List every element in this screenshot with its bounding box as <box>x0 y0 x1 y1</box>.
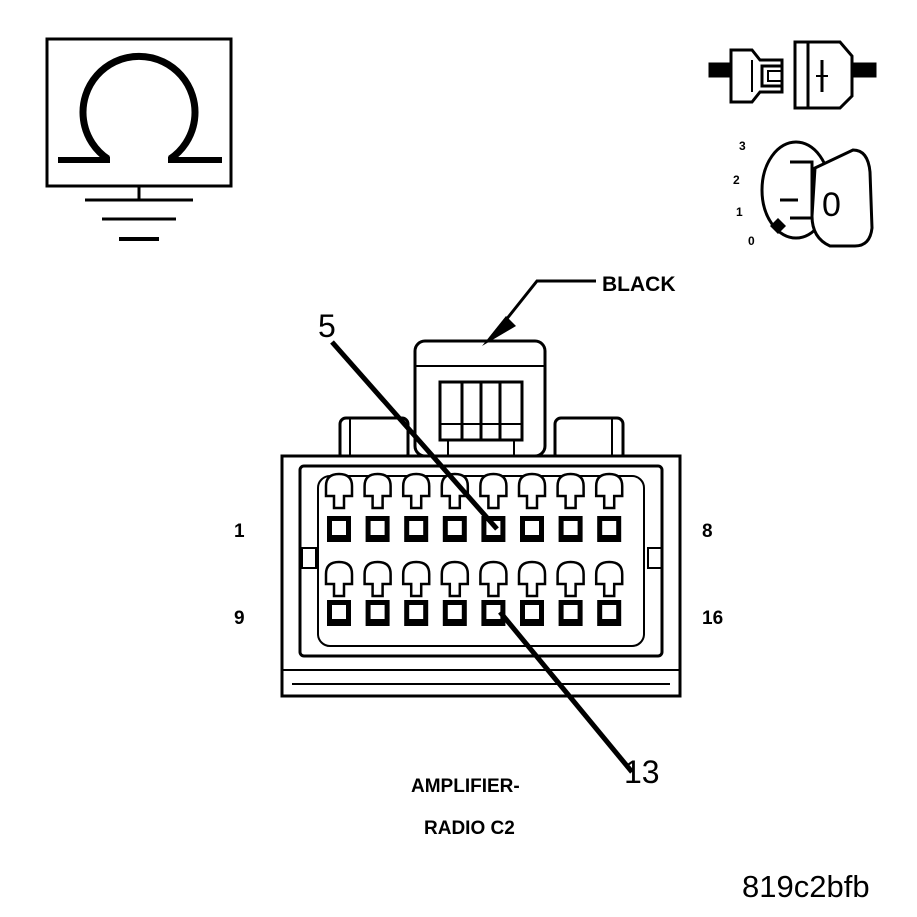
figure-id: 819c2bfb <box>742 869 870 904</box>
pin-cavity-16 <box>594 560 624 626</box>
disconnected-connector-icon <box>708 40 877 110</box>
black-color-leader <box>482 279 596 346</box>
connector-name-line-2: RADIO C2 <box>424 818 515 839</box>
ignition-key-label: 0 <box>822 186 841 224</box>
pin-cavity-1 <box>324 472 354 542</box>
pin-cavity-2 <box>363 472 392 542</box>
ignition-key-off-icon <box>760 140 874 248</box>
pin-cavity-6 <box>517 472 547 542</box>
probe-pin-5-label: 5 <box>318 308 336 344</box>
pin-cavity-15 <box>556 560 585 626</box>
ignition-position-3: 3 <box>739 139 746 153</box>
pin-cavity-9 <box>324 560 354 626</box>
pin-cavity-10 <box>363 560 392 626</box>
ohm-meter-icon <box>45 37 233 188</box>
pin-cavity-4 <box>440 472 470 542</box>
connector-color-label: BLACK <box>602 273 676 296</box>
pin-label-16: 16 <box>702 608 723 629</box>
pin-label-8: 8 <box>702 521 713 542</box>
pin-cavity-12 <box>440 560 470 626</box>
pin-label-9: 9 <box>234 608 245 629</box>
probe-line-pin-5 <box>330 340 499 531</box>
ignition-position-1: 1 <box>736 205 743 219</box>
ground-icon <box>85 186 193 241</box>
probe-pin-13-label: 13 <box>624 754 660 790</box>
pin-cavity-7 <box>556 472 585 542</box>
probe-line-pin-13 <box>498 610 634 774</box>
pin-cavity-8 <box>594 472 624 542</box>
ignition-position-0: 0 <box>748 234 755 248</box>
ignition-position-2: 2 <box>733 173 740 187</box>
pin-label-1: 1 <box>234 521 245 542</box>
pin-cavity-3 <box>401 472 431 542</box>
pin-cavity-14 <box>517 560 547 626</box>
pin-cavity-11 <box>401 560 431 626</box>
pin-cavities <box>324 472 624 626</box>
connector-name-line-1: AMPLIFIER- <box>411 776 520 797</box>
